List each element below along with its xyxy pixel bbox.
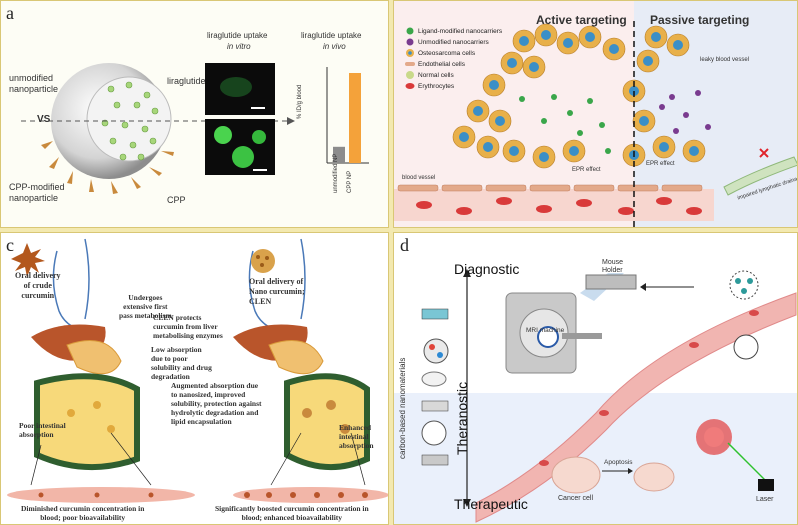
panel-b-graphic — [394, 1, 797, 227]
left-blood-bar — [7, 487, 195, 503]
epr-label-2: EPR effect — [646, 161, 675, 167]
bar-cpp-np — [349, 73, 361, 163]
legend: Ligand-modified nanocarriers Unmodified … — [418, 26, 502, 92]
panel-d-letter: d — [400, 235, 409, 255]
left-title: Oral delivery of crude curcumin — [15, 271, 61, 300]
apoptosis-label: Apoptosis — [604, 459, 633, 466]
liraglutide-dots — [101, 81, 159, 161]
ligand-nanocarriers — [519, 94, 611, 154]
blood-vessel-label: blood vessel — [402, 175, 436, 181]
panel-b: b — [393, 0, 798, 228]
therapeutic-label: Therapeutic — [454, 496, 528, 512]
panel-d: d — [393, 232, 798, 525]
poor-intestinal-note: Poor intestinal absorption — [19, 421, 66, 439]
passive-targeting-title: Passive targeting — [650, 13, 750, 27]
panel-c-graphic — [7, 238, 388, 503]
legend-item: Normal cells — [418, 72, 454, 79]
legend-item: Unmodified nanocarriers — [418, 39, 489, 46]
right-bottom-note: Significantly boosted curcumin concentra… — [215, 504, 369, 522]
panel-a-graphic — [21, 63, 369, 194]
unmodified-nanocarriers — [659, 90, 711, 134]
legend-swatches — [405, 27, 415, 89]
panel-a: a — [0, 0, 389, 228]
mouse-holder-label: Mouse Holder — [602, 259, 624, 274]
unmodified-label: unmodified nanoparticle — [9, 73, 59, 94]
invitro-title: liraglutide uptake — [207, 31, 268, 40]
mri-label: MRI machine — [526, 327, 565, 334]
cancer-cell-label: Cancer cell — [558, 495, 594, 502]
carbon-materials-label: carbon-based nanomaterials — [398, 357, 407, 459]
bar-label-cpp: CPP NP — [347, 170, 353, 193]
right-blood-bar — [233, 487, 388, 503]
legend-item: Erythrocytes — [418, 83, 455, 90]
cpp-spikes — [41, 141, 174, 194]
liraglutide-label: liraglutide — [167, 76, 206, 86]
right-digestive-tract — [233, 238, 370, 470]
left-digestive-tract — [31, 238, 140, 471]
legend-item: Osteosarcoma cells — [418, 50, 476, 57]
invitro-sub: in vitro — [227, 42, 251, 51]
legend-item: Ligand-modified nanocarriers — [418, 28, 503, 35]
bar-label-unmodified: unmodified NP — [333, 153, 339, 193]
invivo-sub: in vivo — [323, 42, 346, 51]
diagnostic-label: Diagnostic — [454, 261, 520, 277]
theranostic-label: Theranostic — [454, 381, 470, 455]
right-title: Oral delivery of Nano curcumin; CLEN — [249, 277, 305, 306]
panel-c: c Oral deliver — [0, 232, 389, 525]
enhanced-note: Enhanced intestinal absorption — [339, 423, 374, 450]
crude-curcumin-icon — [11, 243, 45, 277]
cpp-label: CPP — [167, 195, 186, 205]
panel-d-graphic — [394, 269, 797, 524]
vs-label: VS — [37, 114, 51, 125]
left-bottom-note: Diminished curcumin concentration in blo… — [21, 504, 145, 522]
low-absorption-note: Low absorption due to poor solubility an… — [151, 345, 212, 381]
augmented-note: Augmented absorption due to nanosized, i… — [171, 381, 262, 426]
osteosarcoma-cells — [452, 23, 706, 169]
erythrocytes — [416, 197, 702, 215]
legend-item: Endothelial cells — [418, 61, 465, 68]
invivo-title: liraglutide uptake — [301, 31, 362, 40]
panel-a-letter: a — [6, 3, 14, 23]
epr-label-1: EPR effect — [572, 167, 601, 173]
carbon-nanomaterials — [421, 308, 449, 466]
cpp-modified-label: CPP-modified nanoparticle — [9, 182, 65, 203]
in-vivo-bars — [333, 73, 361, 163]
leaky-vessel-label: leaky blood vessel — [700, 57, 750, 63]
y-axis-label: % ID/g blood — [297, 84, 303, 119]
bar-unmodified-np — [333, 146, 345, 163]
panel-c-letter: c — [6, 235, 14, 255]
laser-label: Laser — [756, 496, 774, 503]
active-targeting-title: Active targeting — [536, 13, 627, 27]
clen-protects-note: CLEN protects curcumin from liver metabo… — [153, 313, 223, 340]
first-pass-note: Undergoes extensive first pass metabolis… — [119, 293, 172, 320]
